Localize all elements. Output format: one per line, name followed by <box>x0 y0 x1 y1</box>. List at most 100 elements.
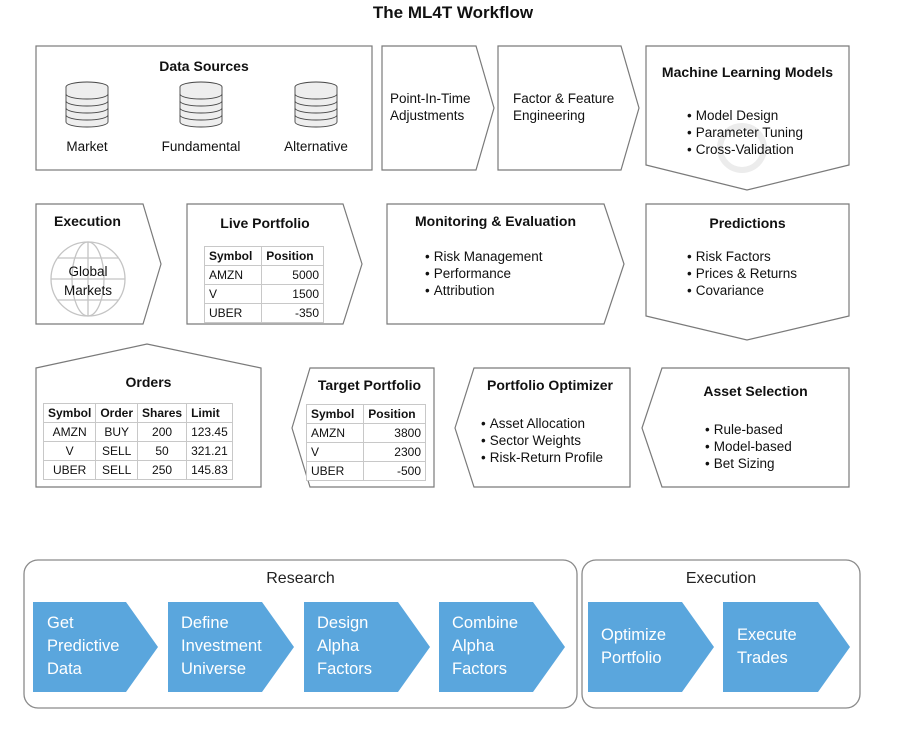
factor-engineering-arrow <box>497 45 640 171</box>
step-execute-trades <box>723 602 850 692</box>
database-icon-alternative <box>294 81 338 128</box>
col-position: Position <box>261 246 324 266</box>
ml-bullet: Parameter Tuning <box>687 124 803 141</box>
step-label-get-predictive-data: Get Predictive Data <box>47 612 119 681</box>
table-row: UBER -500 <box>305 461 426 481</box>
col-symbol: Symbol <box>203 246 263 266</box>
cell-position: 5000 <box>261 265 324 285</box>
table-header-row: Symbol Position <box>203 246 324 266</box>
asset-selection-bullet: Model-based <box>705 438 792 455</box>
cell-symbol: V <box>42 441 97 461</box>
step-line: Get <box>47 614 74 632</box>
cell-position: -350 <box>261 303 324 323</box>
step-line: Design <box>317 614 369 632</box>
cell-limit: 123.45 <box>186 422 233 442</box>
step-line: Factors <box>317 660 373 678</box>
cell-symbol: V <box>305 442 365 462</box>
data-sources-title: Data Sources <box>159 58 249 74</box>
col-order: Order <box>95 403 139 423</box>
table-header-row: Symbol Order Shares Limit <box>42 403 233 423</box>
step-line: Execute <box>737 626 797 644</box>
global-markets-label: Global Markets <box>48 262 128 300</box>
pit-line-1: Point-In-Time <box>390 91 471 106</box>
predictions-list: Risk Factors Prices & Returns Covariance <box>687 248 797 299</box>
step-label-execute-trades: Execute Trades <box>737 624 797 670</box>
predictions-bullet: Risk Factors <box>687 248 797 265</box>
execution-group-title: Execution <box>685 570 757 587</box>
step-line: Alpha <box>452 637 495 655</box>
cell-shares: 250 <box>137 460 188 480</box>
cell-symbol: UBER <box>305 461 365 481</box>
target-portfolio-title: Target Portfolio <box>317 377 422 393</box>
table-row: AMZN 5000 <box>203 265 324 285</box>
predictions-bullet: Covariance <box>687 282 797 299</box>
global-line-1: Global <box>68 264 108 279</box>
cell-symbol: V <box>203 284 263 304</box>
cell-symbol: UBER <box>203 303 263 323</box>
monitoring-bullet: Attribution <box>425 282 543 299</box>
step-define-investment-universe <box>168 602 294 692</box>
cell-symbol: UBER <box>42 460 97 480</box>
research-group-title: Research <box>266 570 335 587</box>
col-limit: Limit <box>186 403 233 423</box>
execution-arrow <box>35 203 162 325</box>
cell-order: SELL <box>95 460 139 480</box>
cell-position: -500 <box>363 461 426 481</box>
col-symbol: Symbol <box>305 404 365 424</box>
globe-icon <box>50 241 126 317</box>
optimizer-list: Asset Allocation Sector Weights Risk-Ret… <box>481 415 603 466</box>
ml-models-title: Machine Learning Models <box>661 64 834 80</box>
step-line: Universe <box>181 660 247 678</box>
table-row: AMZN BUY 200 123.45 <box>42 422 233 442</box>
global-line-2: Markets <box>63 283 112 298</box>
ml-bullet: Cross-Validation <box>687 141 803 158</box>
monitoring-bullet: Risk Management <box>425 248 543 265</box>
step-line: Define <box>181 614 229 632</box>
cell-symbol: AMZN <box>203 265 263 285</box>
cell-order: BUY <box>95 422 139 442</box>
predictions-title: Predictions <box>709 215 786 231</box>
database-icon-market <box>65 81 109 128</box>
predictions-bullet: Prices & Returns <box>687 265 797 282</box>
step-line: Predictive <box>47 637 120 655</box>
cell-position: 2300 <box>363 442 426 462</box>
monitoring-title: Monitoring & Evaluation <box>415 213 576 229</box>
step-get-predictive-data <box>33 602 158 692</box>
table-row: V 1500 <box>203 284 324 304</box>
cell-position: 1500 <box>261 284 324 304</box>
data-source-fundamental-label: Fundamental <box>161 139 241 154</box>
live-portfolio-table: Symbol Position AMZN 5000 V 1500 UBER -3… <box>203 246 324 323</box>
live-portfolio-title: Live Portfolio <box>220 215 310 231</box>
execution-title: Execution <box>54 213 121 229</box>
optimizer-title: Portfolio Optimizer <box>487 377 613 393</box>
step-label-combine-alpha-factors: Combine Alpha Factors <box>452 612 518 681</box>
step-line: Portfolio <box>601 649 662 667</box>
cell-symbol: AMZN <box>42 422 97 442</box>
asset-selection-list: Rule-based Model-based Bet Sizing <box>705 421 792 472</box>
col-shares: Shares <box>137 403 188 423</box>
cell-shares: 50 <box>137 441 188 461</box>
optimizer-bullet: Sector Weights <box>481 432 603 449</box>
step-line: Data <box>47 660 82 678</box>
cell-symbol: AMZN <box>305 423 365 443</box>
cell-order: SELL <box>95 441 139 461</box>
step-label-define-investment-universe: Define Investment Universe <box>181 612 262 681</box>
pit-adjustments-arrow <box>381 45 495 171</box>
monitoring-list: Risk Management Performance Attribution <box>425 248 543 299</box>
step-combine-alpha-factors <box>439 602 565 692</box>
monitoring-bullet: Performance <box>425 265 543 282</box>
step-design-alpha-factors <box>304 602 430 692</box>
cell-limit: 145.83 <box>186 460 233 480</box>
target-portfolio-table: Symbol Position AMZN 3800 V 2300 UBER -5… <box>305 404 426 481</box>
pit-line-2: Adjustments <box>390 108 465 123</box>
factor-engineering-label: Factor & Feature Engineering <box>513 90 614 124</box>
data-source-alternative-label: Alternative <box>284 139 348 154</box>
step-line: Investment <box>181 637 262 655</box>
database-icon-fundamental <box>179 81 223 128</box>
table-row: V 2300 <box>305 442 426 462</box>
ml-bullet: Model Design <box>687 107 803 124</box>
cell-shares: 200 <box>137 422 188 442</box>
asset-selection-bullet: Rule-based <box>705 421 792 438</box>
step-line: Combine <box>452 614 519 632</box>
factor-line-2: Engineering <box>513 108 586 123</box>
